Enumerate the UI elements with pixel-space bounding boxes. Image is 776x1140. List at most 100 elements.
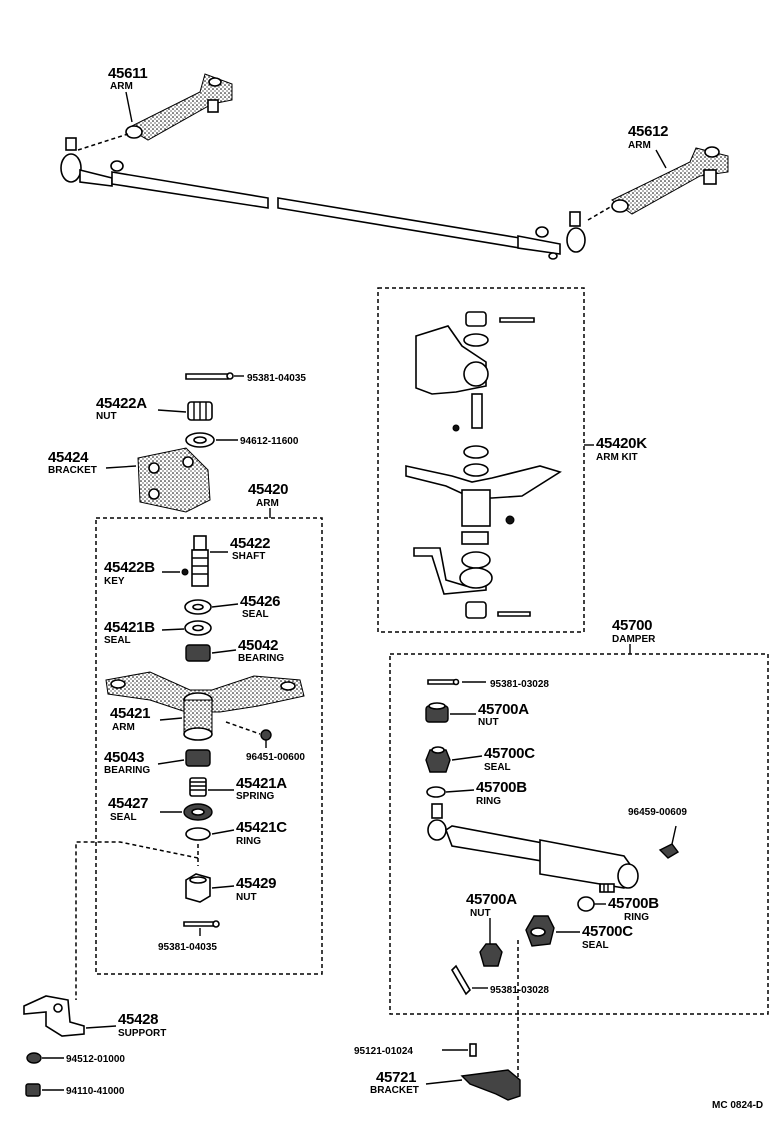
damper-body [427, 803, 639, 893]
ring-45700B-bottom: 45700B RING [577, 895, 660, 923]
svg-text:NUT: NUT [236, 892, 257, 903]
svg-text:DAMPER: DAMPER [612, 634, 656, 645]
label-arm-kit-45420K: 45420K ARM KIT [584, 435, 648, 463]
pin-95381-03028-top: 95381-03028 [427, 678, 549, 690]
svg-text:95381-04035: 95381-04035 [247, 373, 306, 384]
damper-box [389, 653, 769, 1015]
bearing-45042: 45042 BEARING [185, 637, 284, 664]
svg-text:45611: 45611 [108, 65, 147, 82]
svg-text:SEAL: SEAL [110, 812, 137, 823]
svg-text:96451-00600: 96451-00600 [246, 752, 305, 763]
svg-text:45042: 45042 [238, 637, 278, 654]
nut-45700A-bottom: 45700A NUT [466, 891, 518, 967]
ring-45700B-top: 45700B RING [426, 779, 528, 807]
svg-text:SEAL: SEAL [582, 940, 609, 951]
svg-text:45428: 45428 [118, 1011, 158, 1028]
svg-text:95381-03028: 95381-03028 [490, 679, 549, 690]
svg-text:ARM KIT: ARM KIT [596, 452, 638, 463]
seal-45427: 45427 SEAL [108, 795, 213, 823]
svg-text:45700A: 45700A [466, 891, 517, 908]
svg-text:RING: RING [236, 836, 261, 847]
svg-text:45424: 45424 [48, 449, 89, 466]
svg-text:SEAL: SEAL [104, 635, 131, 646]
svg-text:94512-01000: 94512-01000 [66, 1054, 125, 1065]
svg-text:45420: 45420 [248, 481, 288, 498]
svg-text:45700B: 45700B [608, 895, 659, 912]
arm-box [95, 517, 323, 975]
svg-text:95121-01024: 95121-01024 [354, 1046, 413, 1057]
spring-45421A: 45421A SPRING [189, 775, 288, 802]
label-arm-45612: 45612 ARM [628, 123, 669, 169]
nut-45700A-top: 45700A NUT [425, 701, 530, 728]
seal-45700C-top: 45700C SEAL [425, 745, 536, 773]
svg-text:45700C: 45700C [582, 923, 633, 940]
svg-text:SHAFT: SHAFT [232, 551, 265, 562]
svg-text:ARM: ARM [256, 498, 279, 509]
svg-text:45700C: 45700C [484, 745, 535, 762]
svg-text:45420K: 45420K [596, 435, 647, 452]
svg-text:95381-03028: 95381-03028 [490, 985, 549, 996]
svg-text:45422B: 45422B [104, 559, 155, 576]
svg-text:BEARING: BEARING [238, 653, 284, 664]
svg-text:45427: 45427 [108, 795, 148, 812]
svg-text:95381-04035: 95381-04035 [158, 942, 217, 953]
svg-text:45421A: 45421A [236, 775, 287, 792]
svg-text:45422: 45422 [230, 535, 270, 552]
svg-text:45429: 45429 [236, 875, 276, 892]
key-45422B: 45422B KEY [104, 559, 189, 587]
arm-45421: 45421 ARM [105, 671, 305, 741]
seal-45421B: 45421B SEAL [104, 619, 212, 646]
label-arm-45611: 45611 ARM [108, 65, 148, 123]
svg-text:45426: 45426 [240, 593, 280, 610]
nut-94110-41000: 94110-41000 [25, 1083, 125, 1097]
svg-text:45700: 45700 [612, 617, 652, 634]
svg-text:45700B: 45700B [476, 779, 527, 796]
bearing-45043: 45043 BEARING [104, 749, 211, 776]
svg-text:45043: 45043 [104, 749, 144, 766]
svg-text:45421: 45421 [110, 705, 150, 722]
svg-text:ARM: ARM [110, 81, 133, 92]
support-45428: 45428 SUPPORT [23, 995, 166, 1039]
svg-text:SPRING: SPRING [236, 791, 275, 802]
svg-text:SUPPORT: SUPPORT [118, 1028, 166, 1039]
ring-45421C: 45421C RING [185, 819, 288, 847]
svg-text:RING: RING [476, 796, 501, 807]
svg-text:NUT: NUT [96, 411, 117, 422]
svg-text:94612-11600: 94612-11600 [240, 436, 299, 447]
svg-text:45612: 45612 [628, 123, 668, 140]
svg-text:45421B: 45421B [104, 619, 155, 636]
pin-95381-04035-top: 95381-04035 [185, 372, 306, 384]
nut-45422A: 45422A NUT [96, 395, 213, 422]
svg-text:45421C: 45421C [236, 819, 287, 836]
seal-45426: 45426 SEAL [184, 593, 281, 620]
svg-text:NUT: NUT [470, 908, 491, 919]
label-arm-45420: 45420 ARM [248, 481, 289, 518]
fitting-96459-00609: 96459-00609 [628, 807, 687, 859]
tie-rod-assembly [60, 73, 729, 260]
svg-text:BRACKET: BRACKET [370, 1085, 419, 1096]
arm-kit-parts [405, 311, 562, 619]
svg-text:94110-41000: 94110-41000 [66, 1086, 125, 1097]
svg-text:ARM: ARM [112, 722, 135, 733]
washer-94512-01000: 94512-01000 [26, 1052, 125, 1065]
bolt-95121-01024: 95121-01024 [354, 1043, 477, 1057]
svg-text:96459-00609: 96459-00609 [628, 807, 687, 818]
svg-text:SEAL: SEAL [484, 762, 511, 773]
svg-text:SEAL: SEAL [242, 609, 269, 620]
washer-94612-11600: 94612-11600 [185, 432, 299, 448]
svg-text:45422A: 45422A [96, 395, 147, 412]
pin-95381-04035-bottom: 95381-04035 [158, 920, 220, 953]
shaft-45422: 45422 SHAFT [191, 535, 271, 587]
svg-text:BEARING: BEARING [104, 765, 150, 776]
pin-95381-03028-bottom: 95381-03028 [450, 964, 549, 996]
arm-kit-box [377, 287, 585, 633]
seal-45700C-bottom: 45700C SEAL [525, 915, 634, 951]
svg-text:KEY: KEY [104, 576, 125, 587]
nut-45429: 45429 NUT [185, 873, 277, 903]
fitting-96451-00600: 96451-00600 [225, 721, 305, 763]
svg-text:ARM: ARM [628, 140, 651, 151]
svg-text:45700A: 45700A [478, 701, 529, 718]
label-damper-45700: 45700 DAMPER [612, 617, 656, 654]
svg-text:45721: 45721 [376, 1069, 416, 1086]
